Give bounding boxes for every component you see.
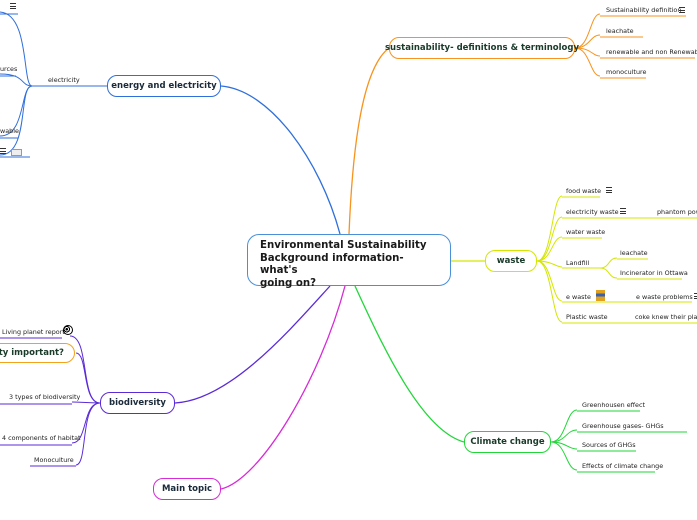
menu-icon[interactable] xyxy=(620,208,626,214)
ewaste-image-icon xyxy=(596,290,605,301)
subtopic-types-biodiversity[interactable]: 3 types of biodiversity xyxy=(9,393,81,401)
topic-waste-label: waste xyxy=(496,256,526,266)
waste-connectors xyxy=(536,195,697,324)
menu-icon[interactable] xyxy=(694,293,697,299)
branch-climate xyxy=(354,285,465,443)
subtopic-sustainability-definition[interactable]: Sustainability definition xyxy=(606,6,682,14)
central-line-2: Background information- what's xyxy=(260,252,404,277)
subtopic-greenhouse-gases[interactable]: Greenhouse gases- GHGs xyxy=(582,422,664,430)
subtopic-plastic-waste[interactable]: Plastic waste xyxy=(566,313,608,321)
central-topic[interactable]: Environmental Sustainability Background … xyxy=(247,234,451,289)
topic-sustainability-label: sustainability- definitions & terminolog… xyxy=(384,43,580,53)
sustainability-connectors xyxy=(574,13,695,79)
wwf-panda-icon xyxy=(63,325,73,335)
menu-icon[interactable] xyxy=(606,187,612,193)
subtopic-e-waste-problems[interactable]: e waste problems xyxy=(636,293,693,301)
topic-climate-label: Climate change xyxy=(470,437,545,447)
topic-sustainability[interactable]: sustainability- definitions & terminolog… xyxy=(385,37,579,59)
subtopic-monoculture[interactable]: monoculture xyxy=(606,68,647,76)
note-icon[interactable] xyxy=(11,149,22,156)
subtopic-energy-sources[interactable]: urces xyxy=(0,65,18,73)
subtopic-water-waste[interactable]: water waste xyxy=(566,228,606,236)
topic-biodiversity[interactable]: biodiversity xyxy=(100,392,175,414)
subtopic-landfill[interactable]: Landfill xyxy=(566,259,590,267)
topic-main-label: Main topic xyxy=(161,484,213,494)
central-line-3: going on? xyxy=(260,277,317,289)
subtopic-ghg-sources[interactable]: Sources of GHGs xyxy=(582,441,636,449)
subtopic-food-waste[interactable]: food waste xyxy=(566,187,602,195)
menu-icon[interactable] xyxy=(0,148,6,154)
subtopic-incinerator[interactable]: Incinerator in Ottawa xyxy=(620,269,688,277)
topic-energy-label: energy and electricity xyxy=(111,81,217,91)
branch-energy xyxy=(220,85,341,235)
subtopic-energy-renewable[interactable]: wable xyxy=(0,127,19,135)
topic-main[interactable]: Main topic xyxy=(153,478,221,500)
subtopic-bio-monoculture[interactable]: Monoculture xyxy=(34,456,74,464)
topic-waste[interactable]: waste xyxy=(485,250,537,272)
subtopic-greenhouse-effect[interactable]: Greenhousen effect xyxy=(582,401,645,409)
topic-biodiversity-important[interactable]: sity important? xyxy=(0,343,75,363)
subtopic-e-waste[interactable]: e waste xyxy=(566,293,591,301)
branch-sustainability xyxy=(348,47,390,235)
subtopic-phantom-power[interactable]: phantom power xyxy=(657,208,697,216)
topic-climate[interactable]: Climate change xyxy=(464,431,551,453)
energy-connectors xyxy=(0,11,107,158)
topic-biodiversity-label: biodiversity xyxy=(109,398,166,408)
subtopic-electricity[interactable]: electricity xyxy=(48,76,80,84)
subtopic-living-planet[interactable]: Living planet report xyxy=(2,328,65,336)
menu-icon[interactable] xyxy=(10,3,16,9)
subtopic-habitat-components[interactable]: 4 components of habitat xyxy=(2,434,81,442)
subtopic-climate-effects[interactable]: Effects of climate change xyxy=(582,462,664,470)
branch-biodiversity xyxy=(174,285,331,404)
subtopic-renewable[interactable]: renewable and non Renewable xyxy=(606,48,697,56)
subtopic-coke-plastic[interactable]: coke knew their plastic xyxy=(635,313,697,321)
central-line-1: Environmental Sustainability xyxy=(260,240,427,251)
branch-main xyxy=(220,285,346,490)
topic-energy[interactable]: energy and electricity xyxy=(107,75,221,97)
topic-important-label: sity important? xyxy=(0,348,64,358)
subtopic-leachate[interactable]: leachate xyxy=(606,27,634,35)
climate-connectors xyxy=(550,409,687,473)
biodiversity-connectors xyxy=(0,335,101,467)
subtopic-landfill-leachate[interactable]: leachate xyxy=(620,249,648,257)
menu-icon[interactable] xyxy=(679,7,685,13)
subtopic-electricity-waste[interactable]: electricity waste xyxy=(566,208,619,216)
